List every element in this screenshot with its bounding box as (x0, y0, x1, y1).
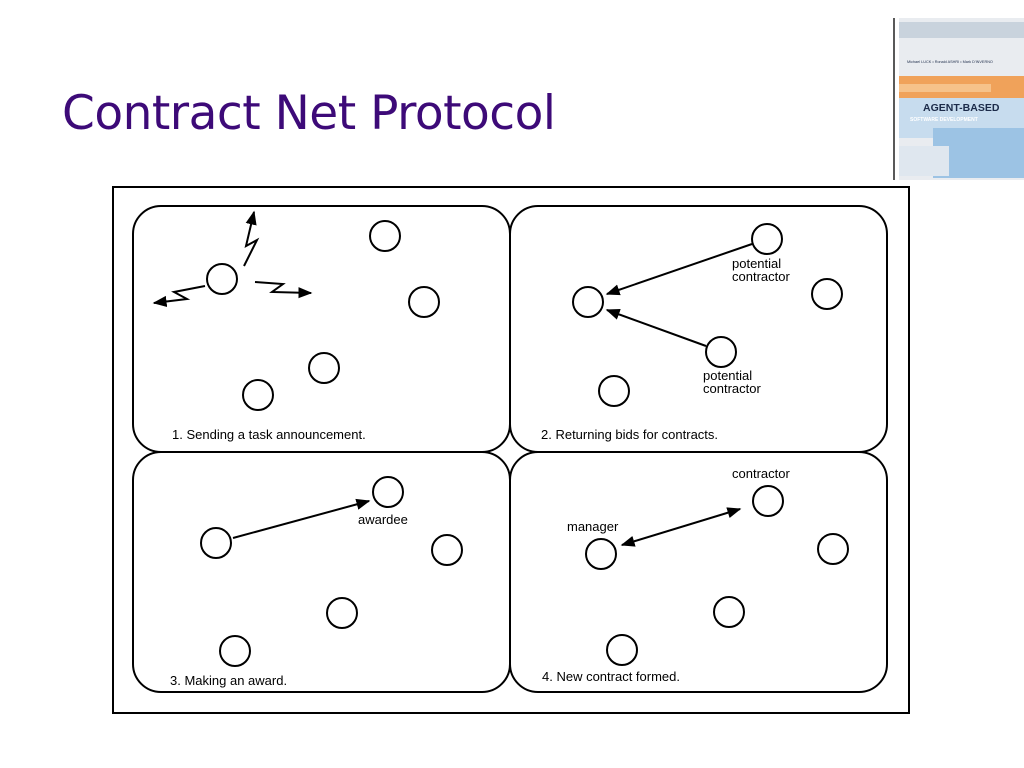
cover-orange-light (899, 84, 991, 92)
panel-4-node (713, 596, 745, 628)
panel-2-label-a: potential contractor (732, 256, 790, 284)
book-cover-image: Michael LUCK • Ronald ASHRI • Mark D'INV… (893, 18, 1024, 180)
panel-2-label-b-line1: potential (703, 368, 752, 383)
panel-1-node (369, 220, 401, 252)
panel-4-node (606, 634, 638, 666)
panel-2-bidder-node-a (751, 223, 783, 255)
panel-4-manager-node (585, 538, 617, 570)
panel-4-contractor-label: contractor (732, 466, 790, 481)
cover-grey-block (899, 146, 949, 176)
panel-4-border (509, 451, 888, 693)
panel-1-node (408, 286, 440, 318)
panel-1-broadcast-bolt-right (254, 281, 313, 299)
panel-3-caption: 3. Making an award. (170, 673, 287, 688)
panel-1-node (242, 379, 274, 411)
panel-1-broadcast-bolt-up (243, 210, 260, 267)
panel-3-node (431, 534, 463, 566)
panel-4-contractor-node (752, 485, 784, 517)
panel-3-award-arrow (232, 498, 371, 539)
panel-4-node (817, 533, 849, 565)
panel-2-label-b: potential contractor (703, 368, 761, 396)
contract-net-diagram: 1. Sending a task announcement. potentia… (112, 186, 910, 714)
panel-2-label-a-line1: potential (732, 256, 781, 271)
panel-2-manager-node (572, 286, 604, 318)
panel-3-awardee-node (372, 476, 404, 508)
panel-2-label-a-line2: contractor (732, 269, 790, 284)
cover-subtitle: SOFTWARE DEVELOPMENT (910, 117, 978, 123)
panel-3-node (219, 635, 251, 667)
panel-1-caption: 1. Sending a task announcement. (172, 427, 366, 442)
panel-2-caption: 2. Returning bids for contracts. (541, 427, 718, 442)
panel-3-manager-node (200, 527, 232, 559)
panel-2-bid-arrow-a (605, 243, 753, 296)
panel-2-node (598, 375, 630, 407)
panel-1-announcer-node (206, 263, 238, 295)
cover-authors: Michael LUCK • Ronald ASHRI • Mark D'INV… (907, 60, 993, 64)
slide-title: Contract Net Protocol (62, 86, 556, 141)
cover-title: AGENT-BASED (923, 102, 1000, 114)
cover-top-band (899, 22, 1024, 38)
panel-4-contract-arrow (620, 507, 742, 547)
panel-3-node (326, 597, 358, 629)
panel-2-node (811, 278, 843, 310)
panel-2-bid-arrow-b (605, 309, 707, 347)
panel-1-node (308, 352, 340, 384)
panel-2-bidder-node-b (705, 336, 737, 368)
panel-3-awardee-label: awardee (358, 512, 408, 527)
panel-4-manager-label: manager (567, 519, 619, 534)
panel-4-caption: 4. New contract formed. (542, 669, 680, 684)
panel-1-broadcast-bolt-left (152, 285, 206, 308)
panel-2-label-b-line2: contractor (703, 381, 761, 396)
